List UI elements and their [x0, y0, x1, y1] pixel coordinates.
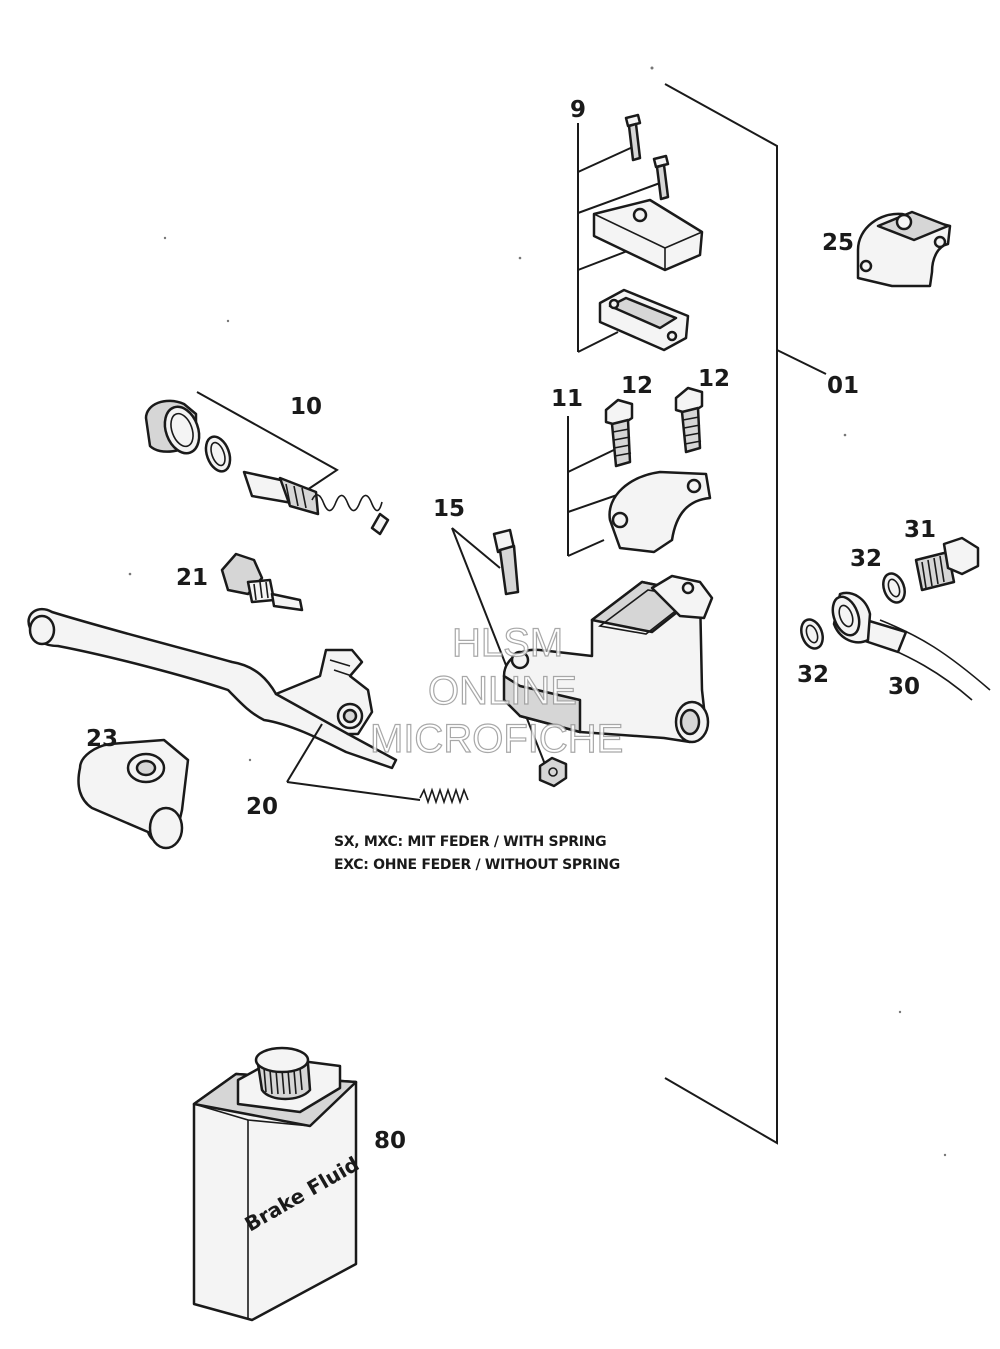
callout-12-left: 12 — [621, 373, 653, 399]
brake-fluid-bottle: Brake Fluid — [192, 1046, 363, 1322]
callout-80: 80 — [374, 1128, 406, 1154]
lever-spring — [286, 723, 469, 805]
piston-kit-group — [144, 391, 390, 536]
bottle-cap — [254, 1046, 312, 1101]
callout-32-lower: 32 — [797, 662, 829, 688]
return-spring — [311, 494, 390, 536]
callout-32-upper: 32 — [850, 546, 882, 572]
dust-boot — [144, 399, 201, 455]
circlip — [204, 435, 232, 473]
lever-cover — [77, 738, 190, 850]
watermark: HLSM ONLINE MICROFICHE — [369, 620, 624, 761]
callout-30: 30 — [888, 674, 920, 700]
banjo-bolt — [914, 536, 980, 592]
assembly-bracket-01 — [664, 83, 827, 1145]
brake-lever — [27, 607, 398, 770]
pivot-nut — [538, 756, 568, 788]
pivot-bolt — [492, 528, 520, 596]
callout-11: 11 — [551, 386, 583, 412]
adjuster-screw — [220, 552, 304, 612]
watermark-line-3: MICROFICHE — [370, 717, 623, 761]
brake-hose-group — [800, 536, 991, 701]
watermark-line-2: ONLINE — [428, 669, 577, 713]
variant-notes: SX, MXC: MIT FEDER / WITH SPRING EXC: OH… — [334, 834, 620, 873]
clamp-bolt-group — [567, 386, 712, 557]
reservoir-lid-group — [577, 113, 704, 353]
callout-31: 31 — [904, 517, 936, 543]
callout-15: 15 — [433, 496, 465, 522]
watermark-line-1: HLSM — [452, 621, 563, 665]
piston — [242, 470, 320, 516]
callout-9: 9 — [570, 97, 586, 123]
callout-21: 21 — [176, 565, 208, 591]
note-without-spring: EXC: OHNE FEDER / WITHOUT SPRING — [334, 857, 620, 873]
clamp-bolt — [674, 386, 704, 454]
callout-12-right: 12 — [698, 366, 730, 392]
clamp-bolt — [604, 398, 634, 468]
note-with-spring: SX, MXC: MIT FEDER / WITH SPRING — [334, 834, 606, 850]
lid-screw — [624, 113, 642, 162]
lever-pivot-bolt-group — [451, 527, 568, 788]
master-cylinder-body — [502, 574, 714, 744]
sealing-washer — [882, 572, 906, 604]
lid-screw — [652, 154, 670, 201]
reservoir-cover — [592, 198, 704, 272]
callout-01: 01 — [827, 373, 859, 399]
callout-20: 20 — [246, 794, 278, 820]
sealing-washer — [800, 618, 824, 650]
callout-labels: 01 9 10 11 12 12 15 20 21 23 25 30 31 32… — [86, 97, 936, 1154]
callout-25: 25 — [822, 230, 854, 256]
callout-10: 10 — [290, 394, 322, 420]
reservoir-diaphragm — [598, 288, 690, 352]
clamp-half — [608, 470, 712, 554]
handlebar-clamp-25 — [856, 210, 952, 288]
callout-23: 23 — [86, 726, 118, 752]
